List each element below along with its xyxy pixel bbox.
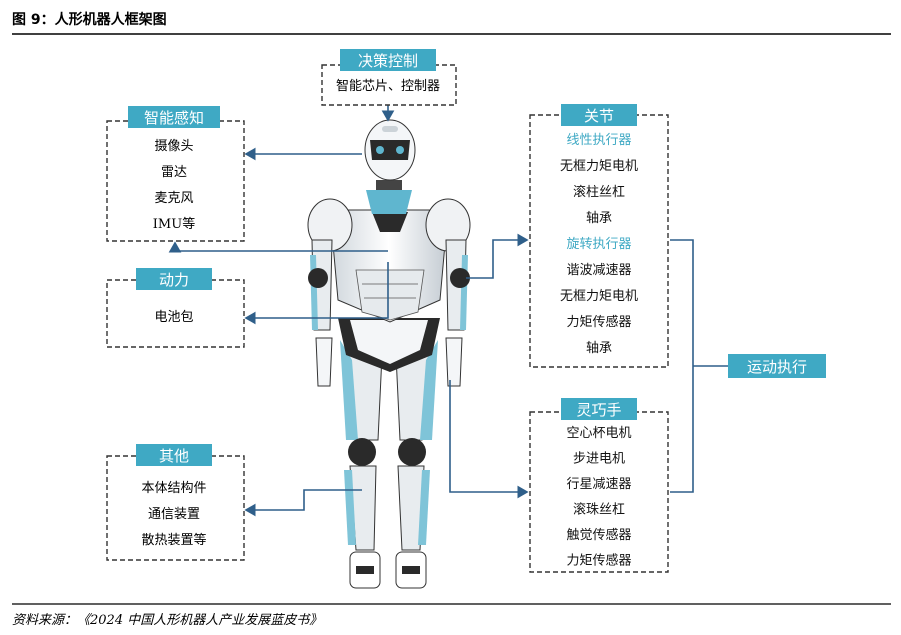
dexterous-hand-title: 灵巧手 [576, 401, 621, 419]
hand-item-3: 滚珠丝杠 [573, 502, 625, 518]
decision-control-title: 决策控制 [358, 52, 418, 70]
hand-item-1: 步进电机 [573, 452, 625, 467]
decision-control-group: 决策控制 智能芯片、控制器 [321, 49, 457, 106]
joint-item-4: 旋转执行器 [566, 237, 631, 252]
joint-title: 关节 [584, 107, 614, 125]
joint-item-3: 轴承 [586, 211, 612, 226]
other-item-communication: 通信装置 [148, 507, 200, 522]
joint-item-2: 滚柱丝杠 [573, 184, 625, 200]
hand-item-2: 行星减速器 [566, 477, 631, 492]
figure-title: 图 9：人形机器人框架图 [12, 11, 167, 28]
perception-item-microphone: 麦克风 [154, 191, 193, 206]
joint-item-5: 谐波减速器 [566, 263, 631, 278]
motion-execution-group: 运动执行 [728, 354, 826, 378]
joint-item-0: 线性执行器 [566, 133, 631, 148]
joint-item-7: 力矩传感器 [566, 314, 631, 330]
motion-execution-title: 运动执行 [747, 358, 807, 376]
power-title: 动力 [159, 271, 189, 289]
power-item-battery: 电池包 [154, 310, 193, 325]
other-title: 其他 [159, 447, 189, 465]
other-item-cooling: 散热装置等 [141, 532, 206, 548]
joint-item-6: 无框力矩电机 [560, 289, 638, 304]
other-group: 其他 本体结构件 通信装置 散热装置等 [106, 444, 245, 561]
joint-item-8: 轴承 [586, 341, 612, 356]
perception-group: 智能感知 摄像头 雷达 麦克风 IMU等 [106, 106, 245, 242]
hand-item-0: 空心杯电机 [566, 426, 631, 441]
joint-item-1: 无框力矩电机 [560, 159, 638, 174]
perception-item-camera: 摄像头 [154, 139, 193, 154]
hand-item-4: 触觉传感器 [566, 527, 631, 543]
joint-group: 关节 线性执行器无框力矩电机滚柱丝杠轴承旋转执行器谐波减速器无框力矩电机力矩传感… [529, 104, 669, 368]
power-group: 动力 电池包 [106, 268, 245, 348]
humanoid-robot-illustration [307, 119, 471, 589]
decision-control-item: 智能芯片、控制器 [336, 79, 440, 94]
hand-item-5: 力矩传感器 [566, 553, 631, 569]
other-item-structure: 本体结构件 [141, 481, 206, 496]
source-note: 资料来源：《2024 中国人形机器人产业发展蓝皮书》 [12, 613, 322, 628]
perception-item-radar: 雷达 [161, 165, 187, 180]
perception-item-imu: IMU等 [153, 216, 195, 232]
perception-title: 智能感知 [144, 109, 204, 127]
connectors [168, 105, 728, 517]
